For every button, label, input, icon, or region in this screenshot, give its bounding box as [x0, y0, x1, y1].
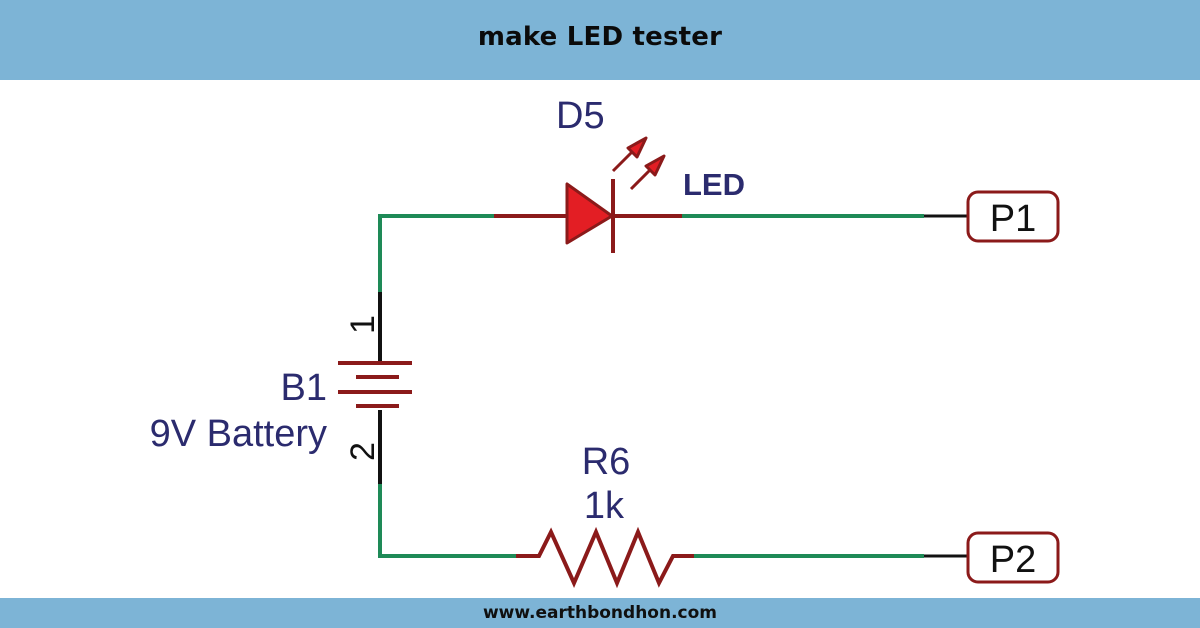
wire-battery-to-resistor: [378, 484, 516, 558]
port-p2: P2: [924, 531, 1060, 584]
port-p1-label: P1: [990, 198, 1036, 240]
led-designator: D5: [556, 95, 605, 137]
light-emission-arrows-icon: [611, 136, 666, 191]
port-p2-label: P2: [990, 539, 1036, 581]
resistor-value: 1k: [584, 485, 625, 527]
title-banner: make LED tester: [0, 0, 1200, 80]
led-value: LED: [683, 167, 745, 202]
led-icon: [494, 136, 682, 253]
battery-pin-1: 1: [344, 315, 382, 334]
resistor-designator: R6: [582, 441, 631, 483]
port-icon: [966, 531, 1060, 584]
resistor-icon: [516, 526, 694, 589]
battery-icon: [338, 292, 412, 484]
led-triangle: [565, 182, 614, 245]
website-url: www.earthbondhon.com: [482, 603, 718, 623]
battery-value: 9V Battery: [150, 413, 327, 455]
diagram-title: make LED tester: [477, 22, 723, 52]
wires: [378, 214, 924, 558]
battery-pin-2: 2: [344, 442, 382, 461]
footer-banner: www.earthbondhon.com: [0, 598, 1200, 628]
wire-battery-to-led: [378, 214, 494, 292]
port-p1: P1: [924, 190, 1060, 243]
battery-designator: B1: [281, 367, 327, 409]
port-icon: [966, 190, 1060, 243]
